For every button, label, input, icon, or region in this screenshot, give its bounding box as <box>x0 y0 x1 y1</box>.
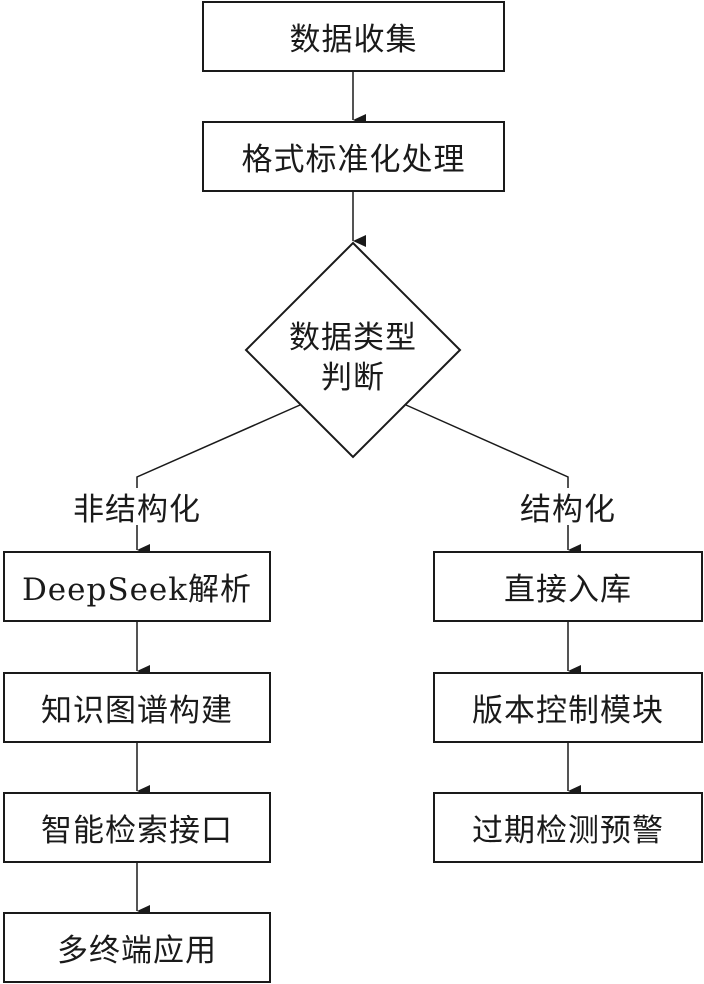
node-format-standardization: 格式标准化处理 <box>202 121 505 192</box>
node-version-control-label: 版本控制模块 <box>472 693 664 729</box>
node-direct-storage-label: 直接入库 <box>504 572 632 608</box>
node-multi-terminal-app: 多终端应用 <box>3 912 271 983</box>
edge-label-unstructured: 非结构化 <box>73 492 201 528</box>
node-smart-search-api: 智能检索接口 <box>3 792 271 863</box>
node-deepseek-parsing: DeepSeek解析 <box>3 551 271 622</box>
node-version-control: 版本控制模块 <box>433 672 703 743</box>
decision-label: 数据类型 判断 <box>253 318 453 398</box>
decision-label-line1: 数据类型 <box>289 320 417 356</box>
edge-label-structured: 结构化 <box>520 492 616 528</box>
node-data-collection-label: 数据收集 <box>289 22 418 58</box>
node-knowledge-graph-label: 知识图谱构建 <box>41 693 233 729</box>
decision-label-line2: 判断 <box>321 360 385 396</box>
node-knowledge-graph: 知识图谱构建 <box>3 672 271 743</box>
node-format-standardization-label: 格式标准化处理 <box>241 142 466 178</box>
node-expiry-warning-label: 过期检测预警 <box>472 813 664 849</box>
node-direct-storage: 直接入库 <box>433 551 703 622</box>
node-deepseek-parsing-label: DeepSeek解析 <box>21 572 253 608</box>
decision-diamond <box>244 241 462 459</box>
node-multi-terminal-app-label: 多终端应用 <box>57 933 217 969</box>
node-smart-search-api-label: 智能检索接口 <box>41 813 233 849</box>
node-data-collection: 数据收集 <box>202 1 505 72</box>
node-expiry-warning: 过期检测预警 <box>433 792 703 863</box>
branch-line-unstructured <box>136 404 301 488</box>
branch-line-structured <box>405 404 569 488</box>
